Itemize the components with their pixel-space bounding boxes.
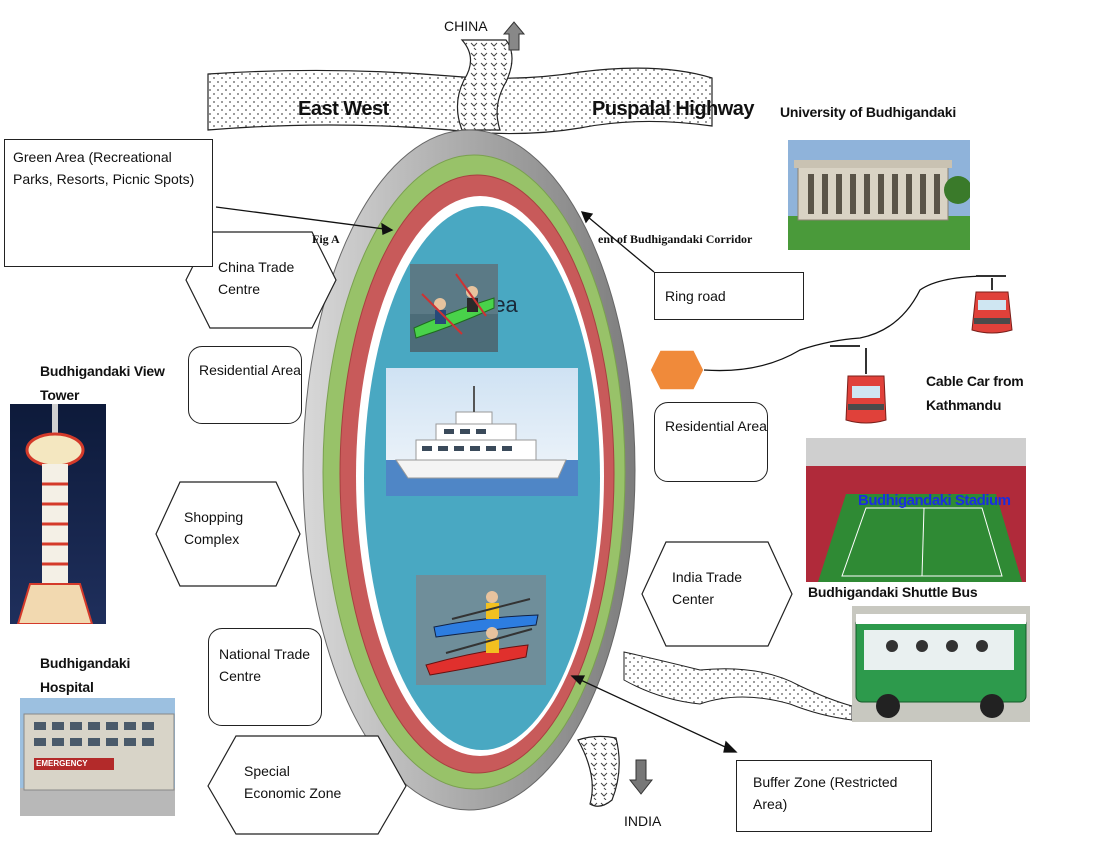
- shuttle-bus-photo: [852, 606, 1030, 722]
- highway-label-left: East West: [298, 98, 389, 120]
- cable-line: [703, 275, 991, 372]
- india-trade-hexagon: [641, 541, 793, 647]
- kayak-green-photo: [410, 264, 498, 352]
- orange-hexagon: [649, 349, 705, 391]
- highway-label-right: Puspalal Highway: [592, 98, 755, 120]
- stadium-photo: [806, 438, 1026, 582]
- caption-left: Fig A: [312, 232, 340, 246]
- shopping-label: Shopping Complex: [184, 509, 244, 548]
- yacht-photo: [386, 368, 578, 496]
- shuttle-road: [623, 651, 853, 721]
- south-direction-label: INDIA: [624, 813, 662, 829]
- residential-right-box: Residential Area: [654, 402, 768, 482]
- ring-road-callout: Ring road: [654, 272, 804, 320]
- green-area-callout: Green Area (Recreational Parks, Resorts,…: [4, 139, 213, 267]
- shopping-hexagon: [155, 481, 301, 587]
- cable-car-icon-2: [842, 348, 890, 426]
- stadium-label: Budhigandaki Stadium: [858, 492, 1011, 509]
- view-tower-label: Budhigandaki View Tower: [40, 363, 165, 403]
- cable-car-icon: [968, 278, 1016, 338]
- special-economic-label: Special Economic Zone: [244, 763, 342, 802]
- kayak-race-photo: [416, 575, 546, 685]
- emergency-sign: EMERGENCY: [36, 759, 88, 768]
- china-road: [456, 39, 513, 131]
- cable-car-label: Cable Car from Kathmandu: [926, 373, 1024, 413]
- south-arrow-icon: [628, 759, 654, 795]
- buffer-zone-callout: Buffer Zone (Restricted Area): [736, 760, 932, 832]
- national-trade-box: National Trade Centre: [208, 628, 322, 726]
- residential-left-box: Residential Area: [188, 346, 302, 424]
- hospital-photo: [20, 698, 175, 816]
- university-label: University of Budhigandaki: [780, 104, 957, 120]
- north-arrow-icon: [502, 21, 526, 51]
- china-trade-label: China Trade Centre: [218, 259, 295, 298]
- special-economic-hexagon: [207, 735, 407, 835]
- caption-right: ent of Budhigandaki Corridor: [598, 232, 753, 246]
- shuttle-bus-label: Budhigandaki Shuttle Bus: [808, 584, 978, 600]
- view-tower-photo: [10, 404, 106, 624]
- university-photo: [788, 140, 970, 250]
- north-direction-label: CHINA: [444, 18, 488, 34]
- hospital-label: Budhigandaki Hospital: [40, 655, 131, 695]
- india-trade-label: India Trade Center: [672, 569, 743, 608]
- india-road: [577, 735, 620, 807]
- cable-line-2: [830, 275, 1006, 347]
